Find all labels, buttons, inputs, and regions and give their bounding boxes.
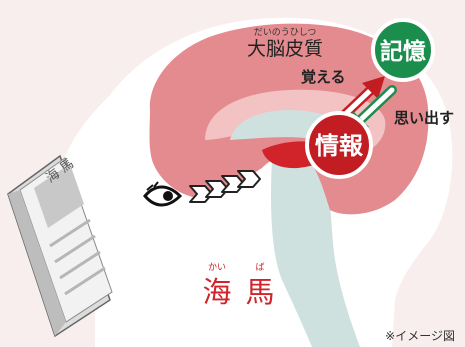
hippocampus-char-1: 海 — [202, 275, 231, 309]
caption: ※イメージ図 — [385, 329, 455, 343]
memory-circle — [371, 18, 435, 82]
recall-label: 思い出す — [394, 109, 454, 127]
arrow-chevron-icon — [189, 170, 261, 203]
info-label: 情報 — [315, 132, 364, 160]
hippocampus-char-2: 馬 — [245, 275, 274, 309]
memory-label: 記憶 — [380, 38, 426, 65]
remember-label: 覚える — [301, 68, 346, 86]
cortex-ruby: だいのうひしつ — [254, 27, 316, 38]
hippocampus-ruby-2: ば — [255, 262, 264, 273]
eye-icon — [143, 181, 183, 207]
info-circle — [305, 111, 373, 179]
hippocampus-ruby-1: かい — [208, 262, 226, 273]
cortex-label: 大脳皮質 — [247, 38, 323, 60]
book-icon — [7, 154, 113, 338]
brainstem — [271, 150, 360, 347]
